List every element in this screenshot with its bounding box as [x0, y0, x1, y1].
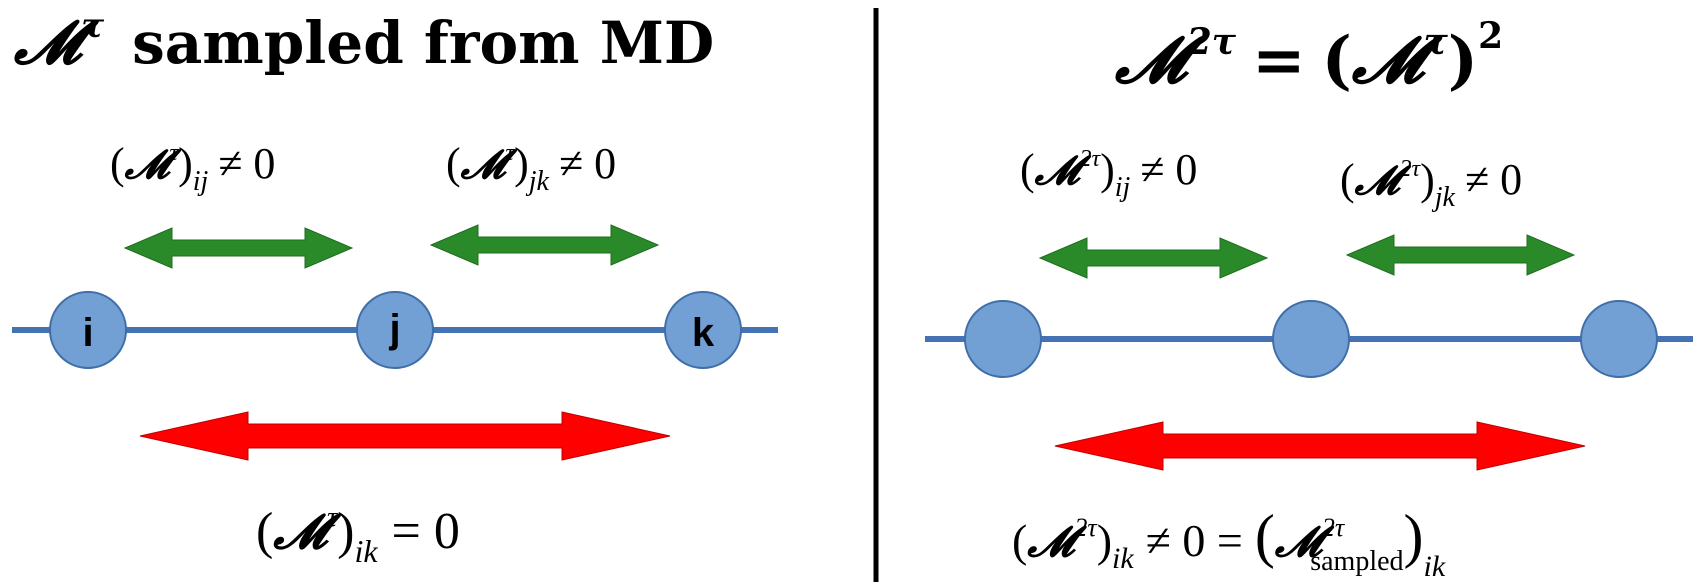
left-label-ij: (𝓜τ)ij≠ 0	[110, 139, 275, 197]
green-arrow-ij	[123, 227, 354, 269]
green-arrow-jk-right	[1345, 234, 1576, 276]
red-arrow-ik	[139, 411, 671, 461]
node-k	[664, 291, 742, 369]
right-label-jk: (𝓜2τ)jk≠ 0	[1340, 155, 1522, 213]
node-right-2	[1272, 300, 1350, 378]
node-j	[356, 291, 434, 369]
left-label-jk: (𝓜τ)jk≠ 0	[446, 139, 616, 197]
right-label-ij: (𝓜2τ)ij≠ 0	[1020, 145, 1197, 203]
node-right-1	[964, 300, 1042, 378]
node-k-label: k	[692, 311, 715, 355]
right-panel: 𝓜2τ=(𝓜τ)2 (𝓜2τ)ij≠ 0 (𝓜2τ)jk≠ 0 (𝓜2τ)ik≠…	[925, 15, 1693, 583]
green-arrow-ij-right	[1038, 237, 1269, 279]
left-label-ik: (𝓜τ)ik= 0	[256, 502, 460, 569]
node-right-3	[1580, 300, 1658, 378]
green-arrow-jk	[429, 224, 660, 266]
red-arrow-ik-right	[1054, 421, 1586, 471]
node-i	[49, 291, 127, 369]
node-i-label: i	[82, 311, 93, 355]
left-title-superscript: τ	[81, 6, 104, 46]
node-j-label: j	[388, 307, 400, 351]
left-title-text: sampled from MD	[132, 9, 714, 77]
right-title: 𝓜2τ=(𝓜τ)2	[1114, 15, 1503, 98]
